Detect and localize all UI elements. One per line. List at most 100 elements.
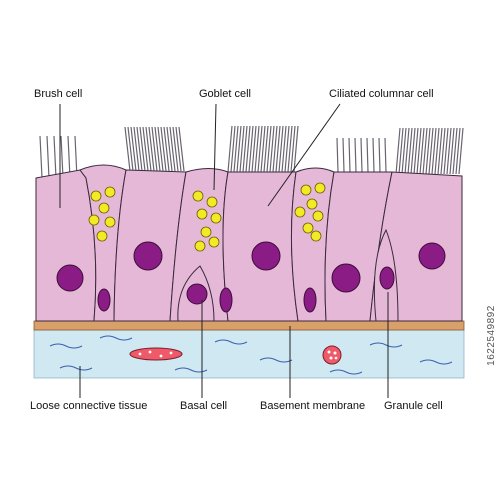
cilium [366,137,369,173]
cilium [275,125,281,173]
mucus-granule [314,182,326,194]
mucus-granule [88,214,100,226]
cilium [378,137,381,173]
cilium [242,125,248,173]
cilium [422,127,428,175]
cilium [440,127,446,175]
cilium [410,127,416,175]
cilium [148,126,155,172]
cilium [257,125,263,173]
mucus-granule [310,230,322,242]
cilium [130,126,137,172]
cilium [157,126,164,172]
mucus-granule [210,212,222,224]
cilium [419,127,425,175]
cilium [449,127,455,175]
cilium [263,125,269,173]
brush-microvillus [67,135,71,179]
cilium [336,137,339,173]
label-goblet-cell: Goblet cell [199,88,251,100]
cilium [145,126,152,172]
cilium [293,125,299,173]
vessel-round [322,345,342,365]
cilium [446,127,452,175]
cilium [290,125,296,173]
cilium [136,126,143,172]
image-id-watermark: 1622549892 [486,305,498,366]
label-ciliated-columnar-cell: Ciliated columnar cell [329,88,434,100]
cilium [342,137,345,173]
cilium [142,126,149,172]
cilium [233,125,239,173]
mucus-granule [98,202,110,214]
cilium [133,126,140,172]
mucus-granule [200,226,212,238]
mucus-granule [312,210,324,222]
label-granule-cell: Granule cell [384,400,443,412]
cilium [163,126,170,172]
cilium [434,127,440,175]
mucus-granule [196,208,208,220]
cilia [39,125,464,179]
cilium [455,127,461,175]
cilium [443,127,449,175]
cilium [284,125,290,173]
cilium [178,126,185,172]
cilium [154,126,161,172]
cilium [398,127,404,175]
brush-cell-body [35,169,97,322]
mucus-granule [104,216,116,228]
brush-microvillus [46,135,50,179]
cilium [254,125,260,173]
cilium [395,127,401,175]
cilium [127,126,134,172]
cilium [413,127,419,175]
cilium [372,137,375,173]
cilium [431,127,437,175]
brush-microvillus [53,135,57,179]
cilium [384,137,387,173]
mucus-granule [194,240,206,252]
leader-lines [59,103,389,398]
cilium [452,127,458,175]
cilium [401,127,407,175]
label-basement-membrane: Basement membrane [260,400,366,412]
cilium [251,125,257,173]
mucus-granule [294,206,306,218]
cilium [425,127,431,175]
cilium [354,137,357,173]
cilium [348,137,351,173]
cilium [407,127,413,175]
cilium [248,125,254,173]
mucus-granule [90,190,102,202]
cilium [281,125,287,173]
mucus-granules [88,182,326,252]
cilium [166,126,173,172]
label-basal-cell: Basal cell [180,400,228,412]
cilium [278,125,284,173]
cilium [236,125,242,173]
label-loose-connective-tissue: Loose connective tissue [30,400,148,412]
cilium [227,125,233,173]
connective-tissue-layer [33,329,465,379]
cilium [287,125,293,173]
cilium [266,125,272,173]
mucus-granule [302,222,314,234]
mucus-granule [206,196,218,208]
label-brush-cell: Brush cell [34,88,83,100]
cilium [175,126,182,172]
cilium [160,126,167,172]
mucus-granule [300,184,312,196]
cilium [404,127,410,175]
cilium [245,125,251,173]
cilium [172,126,179,172]
cilium [151,126,158,172]
vessel-elongated [129,347,183,361]
cilium [169,126,176,172]
cilium [272,125,278,173]
cilium [416,127,422,175]
basement-membrane [33,320,465,331]
cilium [458,127,464,175]
